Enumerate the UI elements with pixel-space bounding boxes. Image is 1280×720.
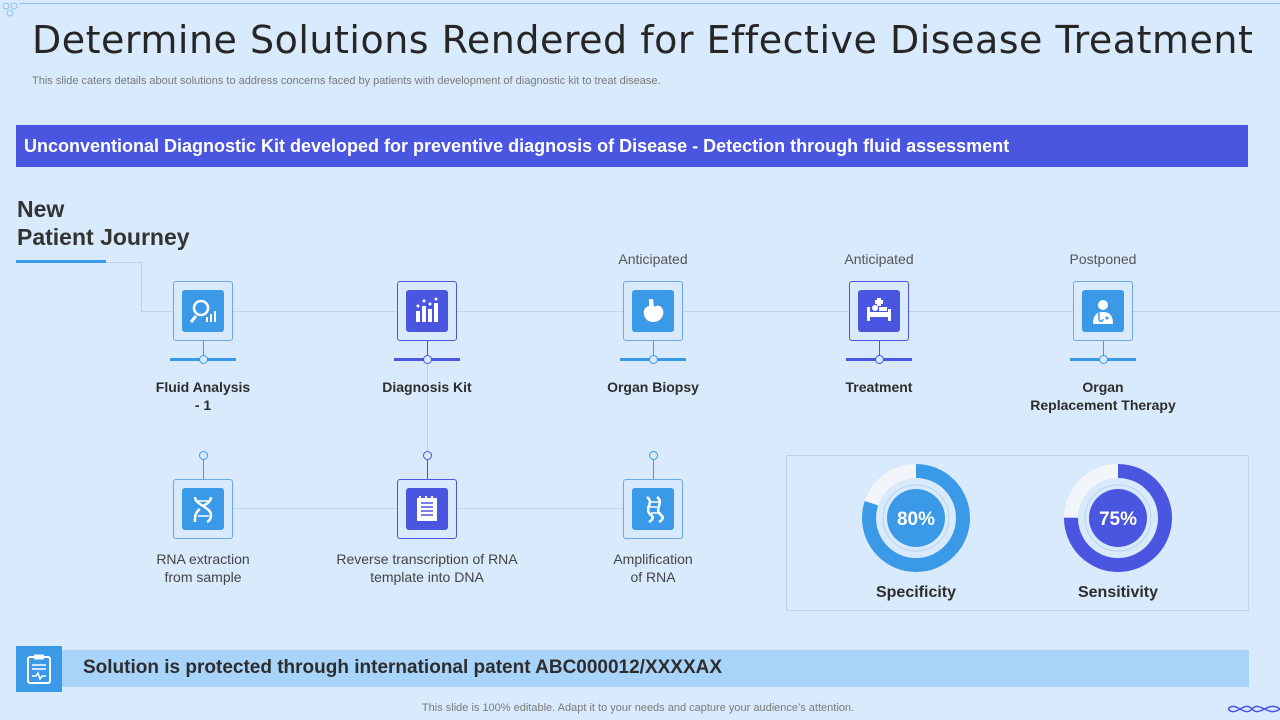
step-label-line1: Reverse transcription of RNA xyxy=(336,551,518,567)
step-dot xyxy=(198,451,208,460)
step-label: RNA extraction from sample xyxy=(93,550,313,586)
step-status: Anticipated xyxy=(844,251,914,267)
journey-heading: New Patient Journey xyxy=(17,195,190,251)
section-banner: Unconventional Diagnostic Kit developed … xyxy=(16,125,1248,167)
dna-strand-icon xyxy=(632,488,674,530)
step-dot xyxy=(648,451,658,460)
connector-line xyxy=(141,262,142,311)
donut-core xyxy=(887,489,945,547)
step-stem xyxy=(1103,341,1104,359)
bar-chart-icon xyxy=(406,290,448,332)
step-icon-box xyxy=(623,479,683,539)
metric-label: Sensitivity xyxy=(1077,584,1159,601)
donut-value-arc xyxy=(862,464,970,572)
step-label: Treatment xyxy=(779,378,979,396)
metric-donut: 75% xyxy=(1064,464,1172,572)
step-label-line1: Organ Biopsy xyxy=(607,379,699,395)
step-dot xyxy=(422,451,432,460)
step-label-line2: Replacement Therapy xyxy=(1030,397,1176,413)
step-label-line2: from sample xyxy=(164,569,242,585)
step-icon-box xyxy=(623,281,683,341)
step-stem xyxy=(203,460,204,479)
step-status: Anticipated xyxy=(618,251,688,267)
metrics-panel xyxy=(786,455,1249,611)
donut-core xyxy=(1089,489,1147,547)
metric-donut: 80% xyxy=(862,464,970,572)
dna-icon xyxy=(182,488,224,530)
metric-value: 80% xyxy=(897,509,935,530)
connector-line xyxy=(427,364,428,452)
journey-underline xyxy=(16,260,106,263)
metric-label: Specificity xyxy=(875,584,957,601)
step-dot xyxy=(422,355,432,364)
step-dot xyxy=(648,355,658,364)
step-stem xyxy=(203,341,204,359)
step-label-line2: of RNA xyxy=(630,569,676,585)
step-label-line1: Diagnosis Kit xyxy=(382,379,472,395)
step-icon-box xyxy=(173,479,233,539)
timeline-line xyxy=(141,311,1280,312)
page-subtitle: This slide caters details about solution… xyxy=(32,75,661,87)
step-icon-box xyxy=(849,281,909,341)
stomach-icon xyxy=(632,290,674,332)
step-icon-box xyxy=(1073,281,1133,341)
step-icon-box xyxy=(397,281,457,341)
step-label-line1: Treatment xyxy=(845,379,913,395)
step-label-line2: template into DNA xyxy=(370,569,484,585)
step-stem xyxy=(879,341,880,359)
step-status: Postponed xyxy=(1069,251,1137,267)
patent-statement: Solution is protected through internatio… xyxy=(62,650,1249,687)
search-chart-icon xyxy=(182,290,224,332)
step-label-line1: Organ xyxy=(1082,379,1124,395)
step-dot xyxy=(1098,355,1108,364)
journey-heading-line2: Patient Journey xyxy=(17,224,190,250)
dna-decoration-icon xyxy=(1228,705,1280,713)
step-stem xyxy=(653,341,654,359)
hospital-bed-icon xyxy=(858,290,900,332)
doctor-icon xyxy=(1082,290,1124,332)
step-label-line2: - 1 xyxy=(194,397,212,413)
step-icon-box xyxy=(397,479,457,539)
step-stem xyxy=(653,460,654,479)
connector-line xyxy=(106,262,141,263)
step-icon-box xyxy=(173,281,233,341)
step-label-line1: Amplification xyxy=(613,551,693,567)
top-rule xyxy=(20,3,1280,4)
document-icon xyxy=(406,488,448,530)
donut-value-arc xyxy=(1064,464,1172,572)
step-stem xyxy=(427,341,428,359)
step-label: Diagnosis Kit xyxy=(327,378,527,396)
step-label: Fluid Analysis - 1 xyxy=(103,378,303,414)
patent-clipboard-icon xyxy=(16,646,62,692)
molecule-decoration-icon xyxy=(2,2,18,17)
step-label: Organ Biopsy xyxy=(553,378,753,396)
page-title: Determine Solutions Rendered for Effecti… xyxy=(32,18,1254,62)
metric-value: 75% xyxy=(1099,509,1137,530)
step-dot xyxy=(198,355,208,364)
step-label-line1: RNA extraction xyxy=(156,551,250,567)
step-label: Amplification of RNA xyxy=(543,550,763,586)
step-label: Reverse transcription of RNA template int… xyxy=(317,550,537,586)
journey-heading-line1: New xyxy=(17,196,65,222)
footer-note: This slide is 100% editable. Adapt it to… xyxy=(421,702,855,714)
step-dot xyxy=(874,355,884,364)
step-label-line1: Fluid Analysis xyxy=(155,379,251,395)
step-stem xyxy=(427,460,428,479)
